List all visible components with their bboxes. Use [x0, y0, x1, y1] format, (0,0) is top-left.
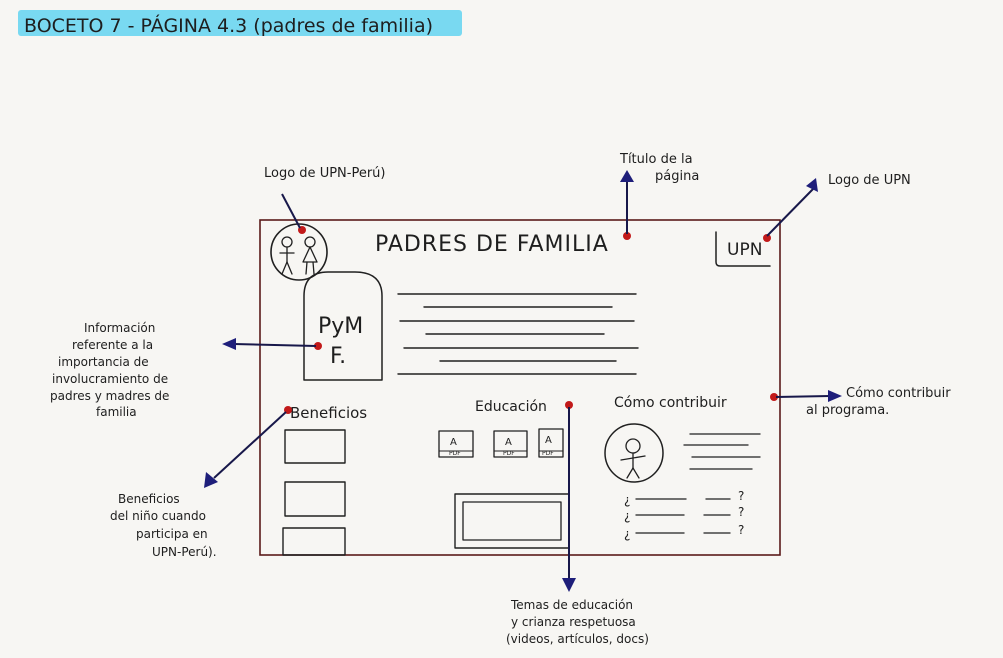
annotation-education-2: y crianza respetuosa: [511, 615, 636, 629]
annotation-page-title-1: Título de la: [619, 152, 693, 167]
logo-upn: UPN: [715, 231, 771, 267]
section-education-title: Educación: [475, 399, 547, 415]
section-contribute-title: Cómo contribuir: [614, 395, 727, 411]
svg-text:¿: ¿: [624, 509, 630, 523]
svg-text:A: A: [505, 437, 512, 448]
annotation-info-1: Información: [84, 321, 155, 335]
arrow-logo-upn: [766, 178, 818, 237]
wireframe-frame: [259, 219, 781, 556]
annotation-contribute-2: al programa.: [806, 403, 889, 418]
arrow-contribute: [775, 390, 842, 402]
faq-list: ¿ ? ¿ ? ¿ ?: [624, 489, 744, 541]
annotation-logo-upn: Logo de UPN: [828, 173, 911, 188]
annotation-contribute-1: Cómo contribuir: [846, 386, 951, 401]
svg-text:?: ?: [738, 489, 744, 503]
annotation-education-3: (videos, artículos, docs): [506, 632, 649, 646]
arrow-logo-upn-peru: [281, 193, 301, 229]
sketch-header: BOCETO 7 - PÁGINA 4.3 (padres de familia…: [24, 14, 433, 37]
info-box-text-1: PyM: [318, 314, 363, 339]
header-highlight: [18, 10, 462, 36]
annotation-benefits-1: Beneficios: [118, 492, 180, 506]
annotation-logo-upn-peru: Logo de UPN-Perú): [264, 166, 386, 181]
svg-text:PDF: PDF: [449, 450, 461, 457]
section-benefits-title: Beneficios: [290, 404, 367, 422]
arrow-page-title: [620, 170, 634, 234]
annotation-education-1: Temas de educación: [510, 598, 633, 612]
benefit-card-1: [284, 429, 346, 464]
wireframe-page-title: PADRES DE FAMILIA: [375, 232, 609, 257]
svg-text:?: ?: [738, 505, 744, 519]
pdf-icon-1: A PDF: [438, 430, 474, 458]
svg-text:A: A: [545, 435, 552, 446]
svg-text:A: A: [450, 437, 457, 448]
benefit-card-2: [284, 481, 346, 517]
arrow-info: [222, 338, 317, 350]
annotation-benefits-2: del niño cuando: [110, 509, 206, 523]
marker-education: [565, 401, 573, 409]
info-image-box: [303, 271, 383, 381]
info-text-lines: [397, 293, 639, 375]
video-placeholder: [454, 493, 570, 549]
annotation-benefits-3: participa en: [136, 527, 208, 541]
marker-page-title: [623, 232, 631, 240]
avatar: [604, 423, 664, 483]
info-box-text-2: F.: [330, 344, 346, 369]
annotation-benefits-4: UPN-Perú).: [152, 545, 217, 559]
annotation-info-6: familia: [96, 405, 137, 419]
annotation-info-4: involucramiento de: [52, 372, 168, 386]
svg-text:¿: ¿: [624, 493, 630, 507]
contribute-text-lines: [683, 433, 761, 470]
svg-text:PDF: PDF: [542, 450, 554, 457]
annotation-info-3: importancia de: [58, 355, 149, 369]
annotation-info-5: padres y madres de: [50, 389, 169, 403]
pdf-icon-2: A PDF: [493, 430, 528, 458]
logo-upn-text: UPN: [727, 240, 762, 260]
pdf-icon-3: A PDF: [538, 428, 564, 458]
svg-text:?: ?: [738, 523, 744, 537]
benefit-card-3: [282, 527, 346, 556]
arrow-benefits: [204, 411, 287, 488]
marker-contribute: [770, 393, 778, 401]
marker-info: [314, 342, 322, 350]
annotation-page-title-2: página: [655, 169, 699, 184]
marker-logo-upn: [763, 234, 771, 242]
svg-text:¿: ¿: [624, 527, 630, 541]
annotation-info-2: referente a la: [72, 338, 153, 352]
svg-text:PDF: PDF: [503, 450, 515, 457]
arrow-education: [562, 407, 576, 592]
